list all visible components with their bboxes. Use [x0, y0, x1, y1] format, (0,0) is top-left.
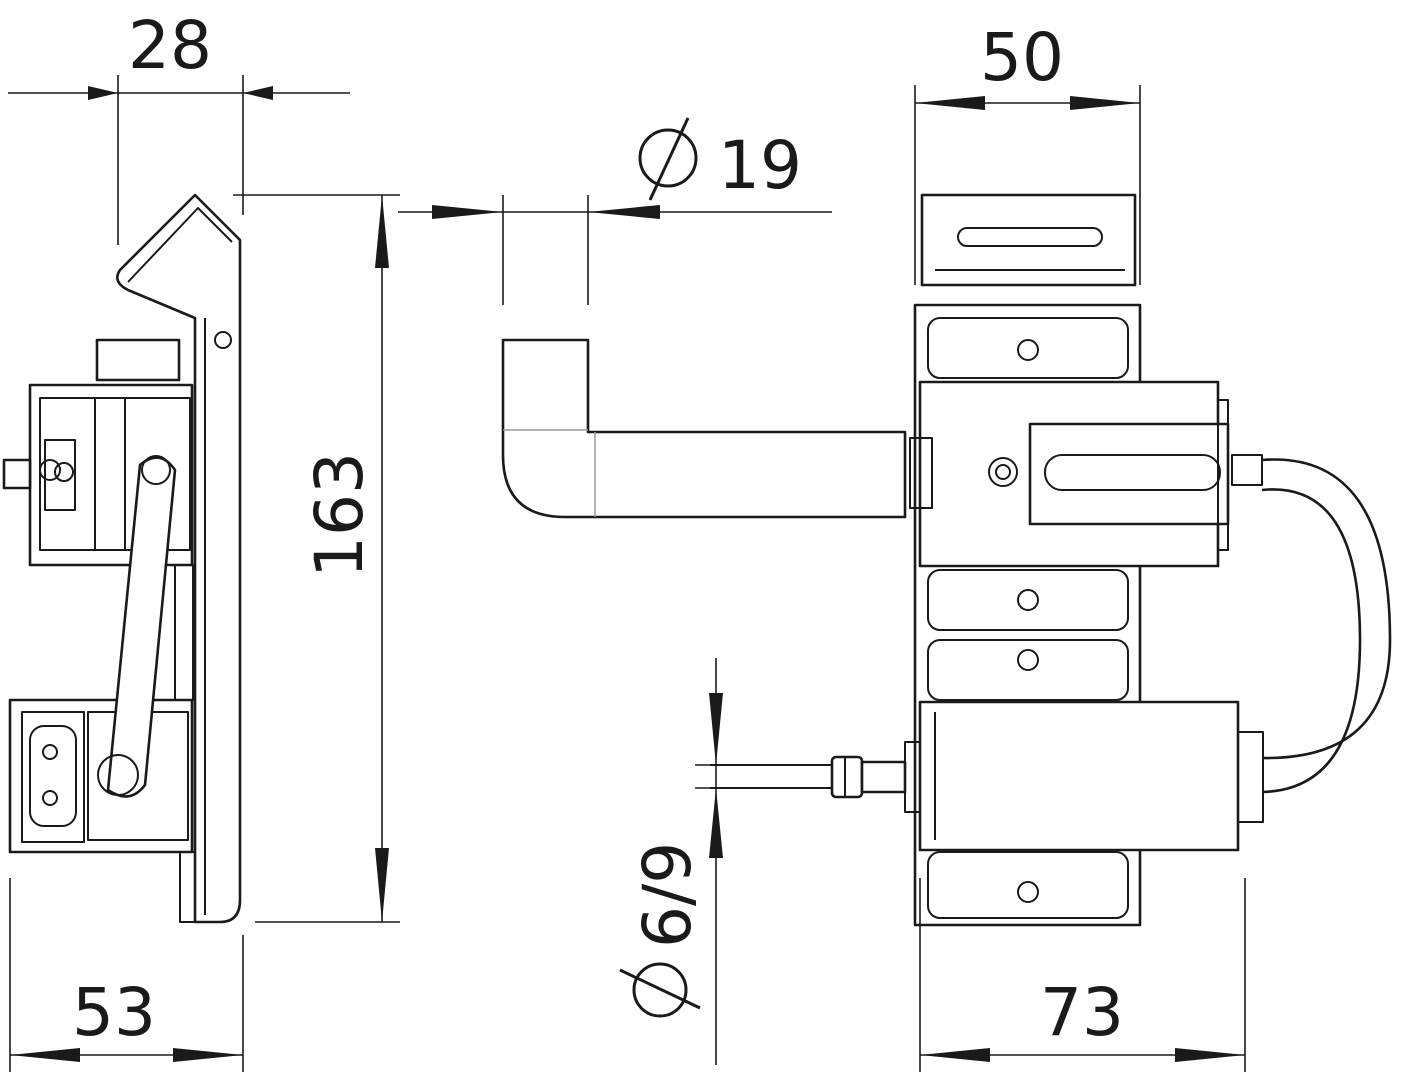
dim-label-28: 28	[128, 7, 212, 84]
dim-label-53: 53	[72, 974, 156, 1051]
diameter-symbol-icon	[638, 117, 698, 201]
side-dimensions: 28 163 53	[8, 7, 400, 1072]
handle-dimension: 19	[398, 117, 832, 305]
dim-label-50: 50	[980, 19, 1064, 96]
handle-view	[501, 338, 907, 519]
side-view	[2, 193, 242, 924]
dim-label-6-9: 6/9	[629, 842, 706, 948]
front-view	[710, 193, 1392, 927]
front-dimensions: 50 73 6/9	[619, 19, 1246, 1072]
dim-label-19: 19	[718, 127, 802, 204]
diameter-symbol-icon	[619, 962, 701, 1018]
dim-label-73: 73	[1040, 974, 1124, 1051]
dim-label-163: 163	[301, 452, 378, 578]
